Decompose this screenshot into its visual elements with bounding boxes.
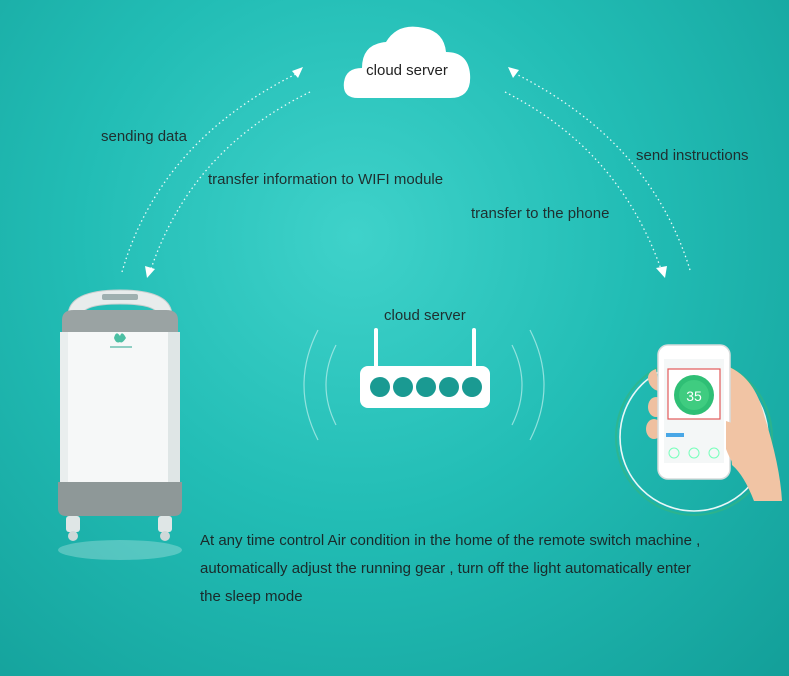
air-purifier-image: [58, 289, 182, 560]
transfer-phone-label: transfer to the phone: [471, 205, 610, 222]
left-outer-arrowhead-icon: [292, 67, 303, 78]
wifi-wave-right-outer: [529, 329, 545, 441]
description-caption: At any time control Air condition in the…: [200, 527, 770, 611]
caption-line-1: At any time control Air condition in the…: [200, 532, 701, 549]
router-led-5: [462, 377, 482, 397]
router-led-3: [416, 377, 436, 397]
router-label: cloud server: [384, 307, 466, 324]
cloud-icon: [343, 26, 471, 98]
caption-line-3: the sleep mode: [200, 588, 303, 605]
right-outer-arc: [511, 71, 691, 271]
wifi-router-icon: [360, 328, 490, 408]
cloud-server: cloud server: [340, 20, 474, 102]
right-inner-arrowhead-icon: [656, 266, 667, 278]
wifi-wave-left-outer: [303, 329, 319, 441]
phone-reading: 35: [686, 388, 702, 404]
sending-data-label: sending data: [101, 128, 187, 145]
wifi-wave-right-inner: [511, 344, 523, 426]
cloud-label: cloud server: [366, 62, 448, 79]
left-inner-arrowhead-icon: [145, 266, 155, 278]
router-led-4: [439, 377, 459, 397]
caption-line-2: automatically adjust the running gear , …: [200, 560, 691, 577]
transfer-wifi-label: transfer information to WIFI module: [208, 171, 444, 188]
left-inner-arc: [149, 91, 311, 273]
wifi-wave-left-inner: [325, 344, 337, 426]
router-led-2: [393, 377, 413, 397]
router-led-1: [370, 377, 390, 397]
send-instructions-label: send instructions: [636, 147, 749, 164]
right-outer-arrowhead-icon: [508, 67, 519, 78]
right-inner-arc: [504, 91, 663, 273]
smartphone-in-hand-image: 35: [615, 344, 782, 516]
brand-logo-icon: [110, 333, 132, 348]
